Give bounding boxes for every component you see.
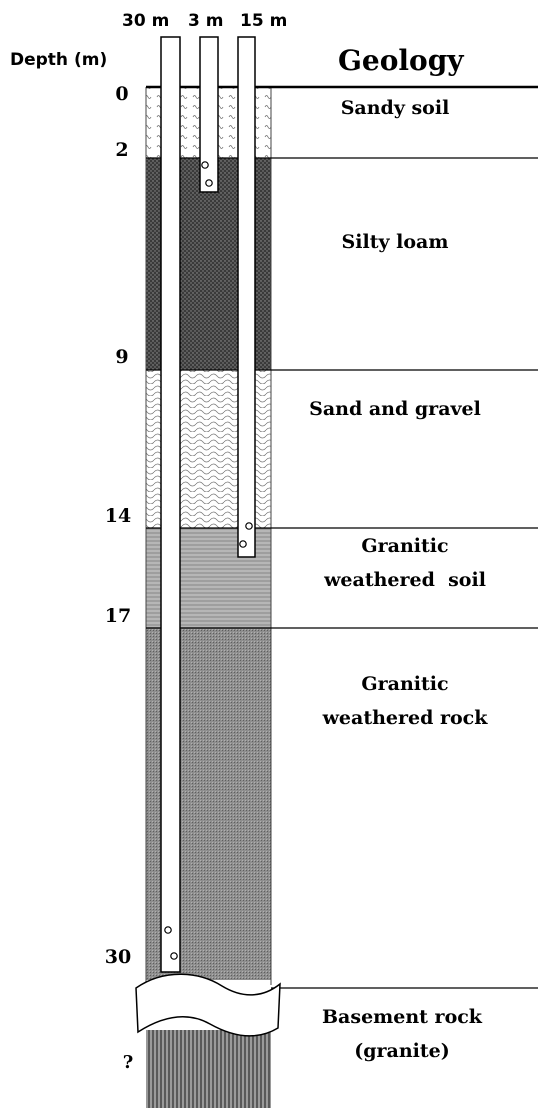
well-15m-label: 15 m bbox=[240, 11, 287, 31]
layer-name-line2: (granite) bbox=[354, 1040, 449, 1062]
depth-label: 9 bbox=[115, 346, 128, 368]
layer-name-line2: weathered rock bbox=[322, 707, 489, 729]
well-30m-pipe bbox=[160, 36, 181, 973]
depth-label: 0 bbox=[115, 83, 128, 105]
well-15m-pipe bbox=[237, 36, 256, 558]
layer-name-line1: Granitic bbox=[361, 673, 448, 695]
well-3m-pipe bbox=[199, 36, 219, 193]
well-3m-label: 3 m bbox=[188, 11, 223, 31]
depth-label: 17 bbox=[105, 605, 131, 627]
depth-label: 30 bbox=[105, 946, 131, 968]
screen-hole bbox=[245, 522, 253, 530]
depth-label: 2 bbox=[115, 139, 128, 161]
layer-basement-granite-fill bbox=[146, 1030, 271, 1108]
column-break-symbol bbox=[135, 973, 281, 1037]
well-30m-label: 30 m bbox=[122, 11, 169, 31]
layer-name: Silty loam bbox=[342, 231, 449, 253]
screen-hole bbox=[201, 161, 209, 169]
screen-hole bbox=[164, 926, 172, 934]
layer-name: Sand and gravel bbox=[309, 398, 481, 420]
layer-name-line1: Basement rock bbox=[322, 1006, 483, 1028]
layer-name: Sandy soil bbox=[341, 97, 450, 119]
layer-name-line2: weathered soil bbox=[323, 569, 486, 591]
screen-hole bbox=[239, 540, 247, 548]
screen-hole bbox=[205, 179, 213, 187]
depth-label: 14 bbox=[105, 505, 131, 527]
geology-title: Geology bbox=[338, 44, 464, 77]
screen-hole bbox=[170, 952, 178, 960]
depth-axis-title: Depth (m) bbox=[10, 50, 107, 70]
depth-label: ? bbox=[123, 1052, 134, 1073]
layer-name-line1: Granitic bbox=[361, 535, 448, 557]
